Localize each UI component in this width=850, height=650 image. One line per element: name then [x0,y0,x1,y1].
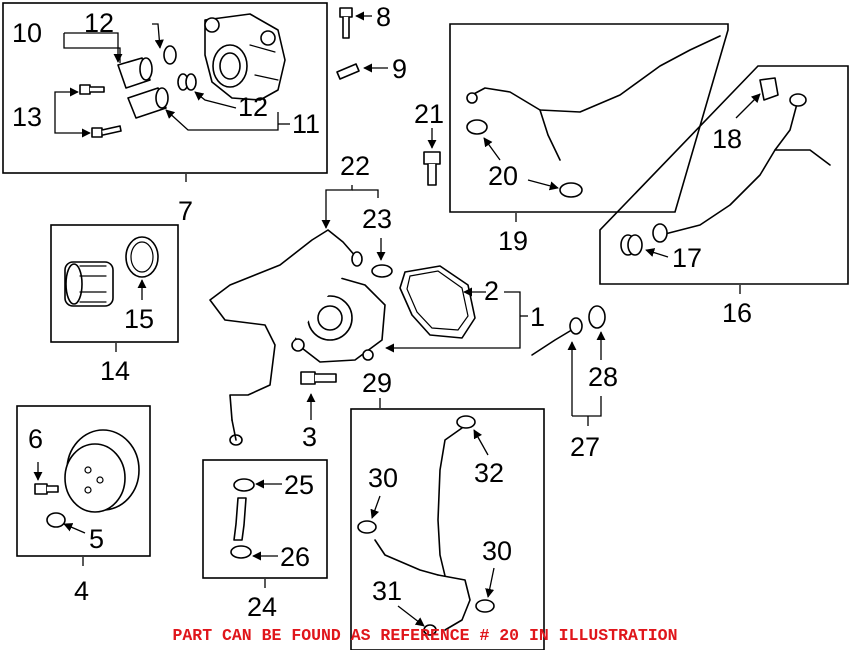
callout-6: 6 [28,424,43,454]
bypass-hose-22-part [209,229,363,446]
group-box-4 [16,405,151,557]
bolt-21-part [423,151,441,186]
callout-5: 5 [89,524,104,554]
callout-10: 10 [12,18,42,48]
callout-17: 17 [672,243,702,273]
callout-13: 13 [12,102,42,132]
clamp-31-part [423,624,437,636]
callout-28: 28 [588,362,618,392]
group-box-16 [599,65,849,285]
clamp-25-part [233,478,255,492]
reference-caption: PART CAN BE FOUND AS REFERENCE # 20 IN I… [173,626,678,645]
group-box-14 [50,224,179,343]
callout-4: 4 [74,576,89,606]
hose-assembly-29-part [374,427,471,631]
cap-5-part [46,512,66,528]
callout-12-top: 12 [84,8,114,38]
callout-20: 20 [488,161,518,191]
group-box-24 [202,459,328,579]
callout-3: 3 [302,422,317,452]
callout-24: 24 [247,592,277,622]
clamp-32-part [456,415,476,429]
o-ring-28-part [588,305,606,329]
callout-23: 23 [362,204,392,234]
callout-7: 7 [178,196,193,226]
clamp-26-part [230,545,252,559]
outlet-pipe-10-part [117,57,153,89]
callout-30-left: 30 [368,463,398,493]
gasket-2-part [399,265,476,339]
seal-15-inner [130,241,154,273]
o-ring-17-b [627,234,643,256]
clamp-30-left [357,520,377,534]
bolt-13-lower [91,125,122,138]
callout-15: 15 [124,304,154,334]
callout-19: 19 [498,226,528,256]
clip-18-part [759,77,779,101]
callout-29: 29 [362,368,392,398]
outlet-pipe-11-part [127,87,169,119]
pulley-4-part [64,429,140,513]
callout-8: 8 [376,2,391,32]
bolt-8-part [339,7,353,39]
callout-11: 11 [292,109,320,139]
callout-9: 9 [392,54,407,84]
bolt-6-part [34,483,59,495]
group-box-29 [350,408,545,650]
group-box-7 [2,2,328,174]
callout-1: 1 [530,302,545,332]
o-ring-20-lower [559,182,583,198]
callout-12-lower: 12 [238,92,268,122]
dowel-9-part [336,63,360,80]
callout-26: 26 [280,542,310,572]
callout-25: 25 [284,470,314,500]
callout-16: 16 [722,298,752,328]
bolt-3-part [300,371,337,385]
hose-24-part [233,497,247,541]
bolt-13-upper [79,84,105,95]
callout-32: 32 [474,458,504,488]
coolant-pipe-19-part [466,35,721,161]
group-box-19 [449,23,729,213]
callout-30-right: 30 [482,536,512,566]
thermostat-housing-part [204,13,286,101]
thermostat-14-part [64,261,114,307]
o-ring-12-lower-b [185,73,197,91]
callout-31: 31 [372,576,402,606]
callout-2: 2 [484,276,499,306]
o-ring-23-part [371,264,393,278]
callout-21: 21 [414,99,444,129]
o-ring-20-upper [466,119,488,135]
callout-22: 22 [340,151,370,181]
connector-pipe-27-part [531,317,583,356]
o-ring-12-upper [163,45,177,65]
heater-pipe-16-part [652,93,831,243]
clamp-30-right [475,599,495,613]
callout-18: 18 [712,124,742,154]
callout-27: 27 [570,432,600,462]
callout-14: 14 [100,356,130,386]
